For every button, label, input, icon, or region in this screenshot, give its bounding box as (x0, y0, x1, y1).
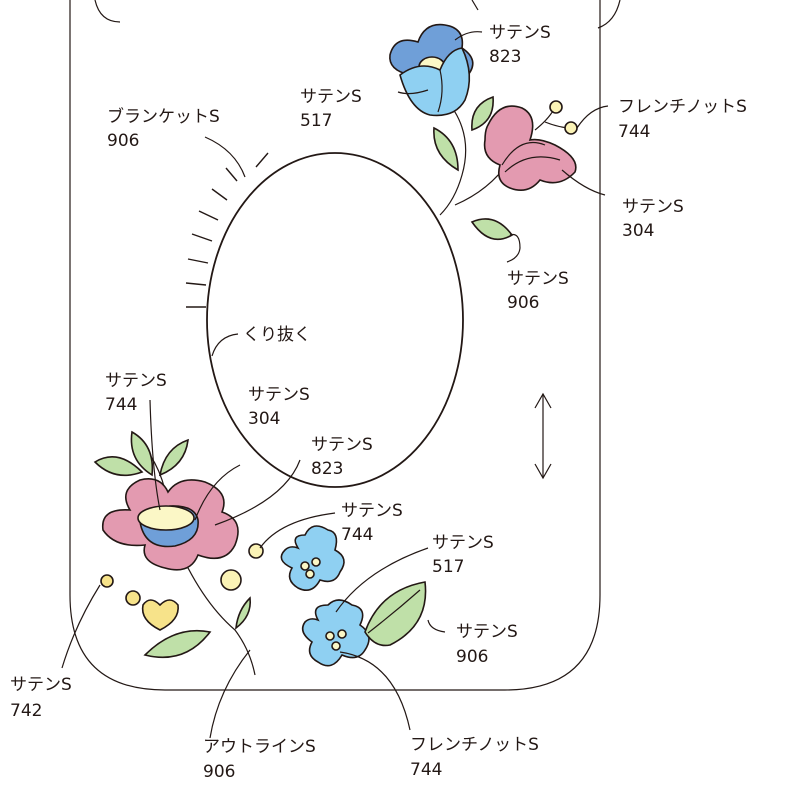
leaf-bl-1 (93, 456, 144, 477)
label-color: 906 (507, 293, 539, 313)
label-stitch: フレンチノットS (618, 97, 747, 117)
label-stitch: サテンS (622, 197, 684, 217)
top-edge-curve-left (94, 0, 121, 23)
pale-dot-2 (220, 569, 242, 591)
label-stitch: アウトラインS (203, 737, 316, 757)
yellow-heart (141, 599, 179, 631)
label-top-left-satin: サテンS 517 (300, 87, 362, 131)
label-cutout: くり抜く (243, 325, 311, 345)
leaf-large-vein (367, 589, 421, 634)
label-color: 742 (10, 701, 42, 721)
leaf-large-bottom (364, 581, 427, 647)
label-stitch: フレンチノットS (410, 735, 539, 755)
label-stitch: サテンS (10, 675, 72, 695)
label-color: 304 (248, 409, 280, 429)
label-color: 823 (489, 47, 521, 67)
label-color: 906 (107, 131, 139, 151)
stem-top (439, 94, 467, 216)
leaf-bl-3 (158, 438, 189, 477)
french-knot-top-2 (564, 121, 578, 135)
label-stitch: サテンS (489, 23, 551, 43)
leaf-bl-2 (130, 430, 154, 477)
label-color: 906 (456, 647, 488, 667)
top-edge-curve-right (597, 0, 621, 29)
label-french-knot-top: フレンチノットS 744 (618, 97, 747, 142)
double-arrow-icon (534, 392, 552, 480)
label-color: 744 (105, 395, 137, 415)
label-stitch: サテンS (341, 501, 403, 521)
yellow-dot-1 (100, 574, 114, 588)
label-satin-304-center: サテンS 304 (248, 385, 310, 429)
pink-flower-top (483, 105, 577, 191)
label-satin-906-bottom: サテンS 906 (456, 622, 518, 667)
yellow-dot-2 (125, 590, 141, 606)
top-edge-stub (471, 0, 479, 11)
blue-flower-bottom (301, 599, 370, 667)
label-stitch: サテンS (456, 622, 518, 642)
label-color: 517 (432, 557, 464, 577)
leaf-bl-5 (234, 596, 252, 630)
leaf-right (470, 218, 514, 241)
label-color: 517 (300, 111, 332, 131)
label-satin-744-bottom: サテンS 744 (341, 501, 403, 545)
label-satin-823-center: サテンS 823 (311, 435, 373, 479)
oval-cutout (206, 152, 464, 488)
label-satin-742: サテンS 742 (10, 675, 72, 721)
label-color: 744 (410, 760, 442, 780)
label-color: 744 (341, 525, 373, 545)
label-blanket: ブランケットS 906 (107, 106, 220, 151)
label-color: 304 (622, 221, 654, 241)
label-outline: アウトラインS 906 (203, 737, 316, 782)
blue-flower-middle (280, 525, 345, 591)
label-stitch: サテンS (248, 385, 310, 405)
label-stitch: サテンS (300, 87, 362, 107)
leader-lines (61, 31, 609, 739)
label-satin-906-right: サテンS 906 (507, 269, 569, 313)
label-color: 823 (311, 459, 343, 479)
pale-dot-1 (248, 543, 264, 559)
label-text: くり抜く (243, 325, 311, 345)
label-stitch: サテンS (507, 269, 569, 289)
label-stitch: サテンS (432, 533, 494, 553)
stem-bottom (174, 539, 256, 676)
label-french-knot-bottom: フレンチノットS 744 (410, 735, 539, 780)
leaf-bl-4 (143, 629, 212, 659)
french-knot-top-1 (549, 100, 563, 114)
label-satin-517-bottom: サテンS 517 (432, 533, 494, 577)
label-color: 906 (203, 762, 235, 782)
label-stitch: ブランケットS (107, 106, 220, 127)
label-stitch: サテンS (311, 435, 373, 455)
label-satin-744-left: サテンS 744 (105, 371, 167, 415)
label-top-right-satin: サテンS 823 (489, 23, 551, 67)
label-satin-304-right: サテンS 304 (622, 197, 684, 241)
pink-flower-bottom (101, 478, 239, 571)
blanket-stitch-ticks (185, 152, 269, 308)
blue-bell-flower (389, 23, 474, 117)
leaf-top-2 (433, 126, 459, 172)
label-stitch: サテンS (105, 371, 167, 391)
label-color: 744 (618, 122, 650, 142)
bib-outline (69, 0, 601, 691)
leaf-top-1 (471, 95, 494, 132)
